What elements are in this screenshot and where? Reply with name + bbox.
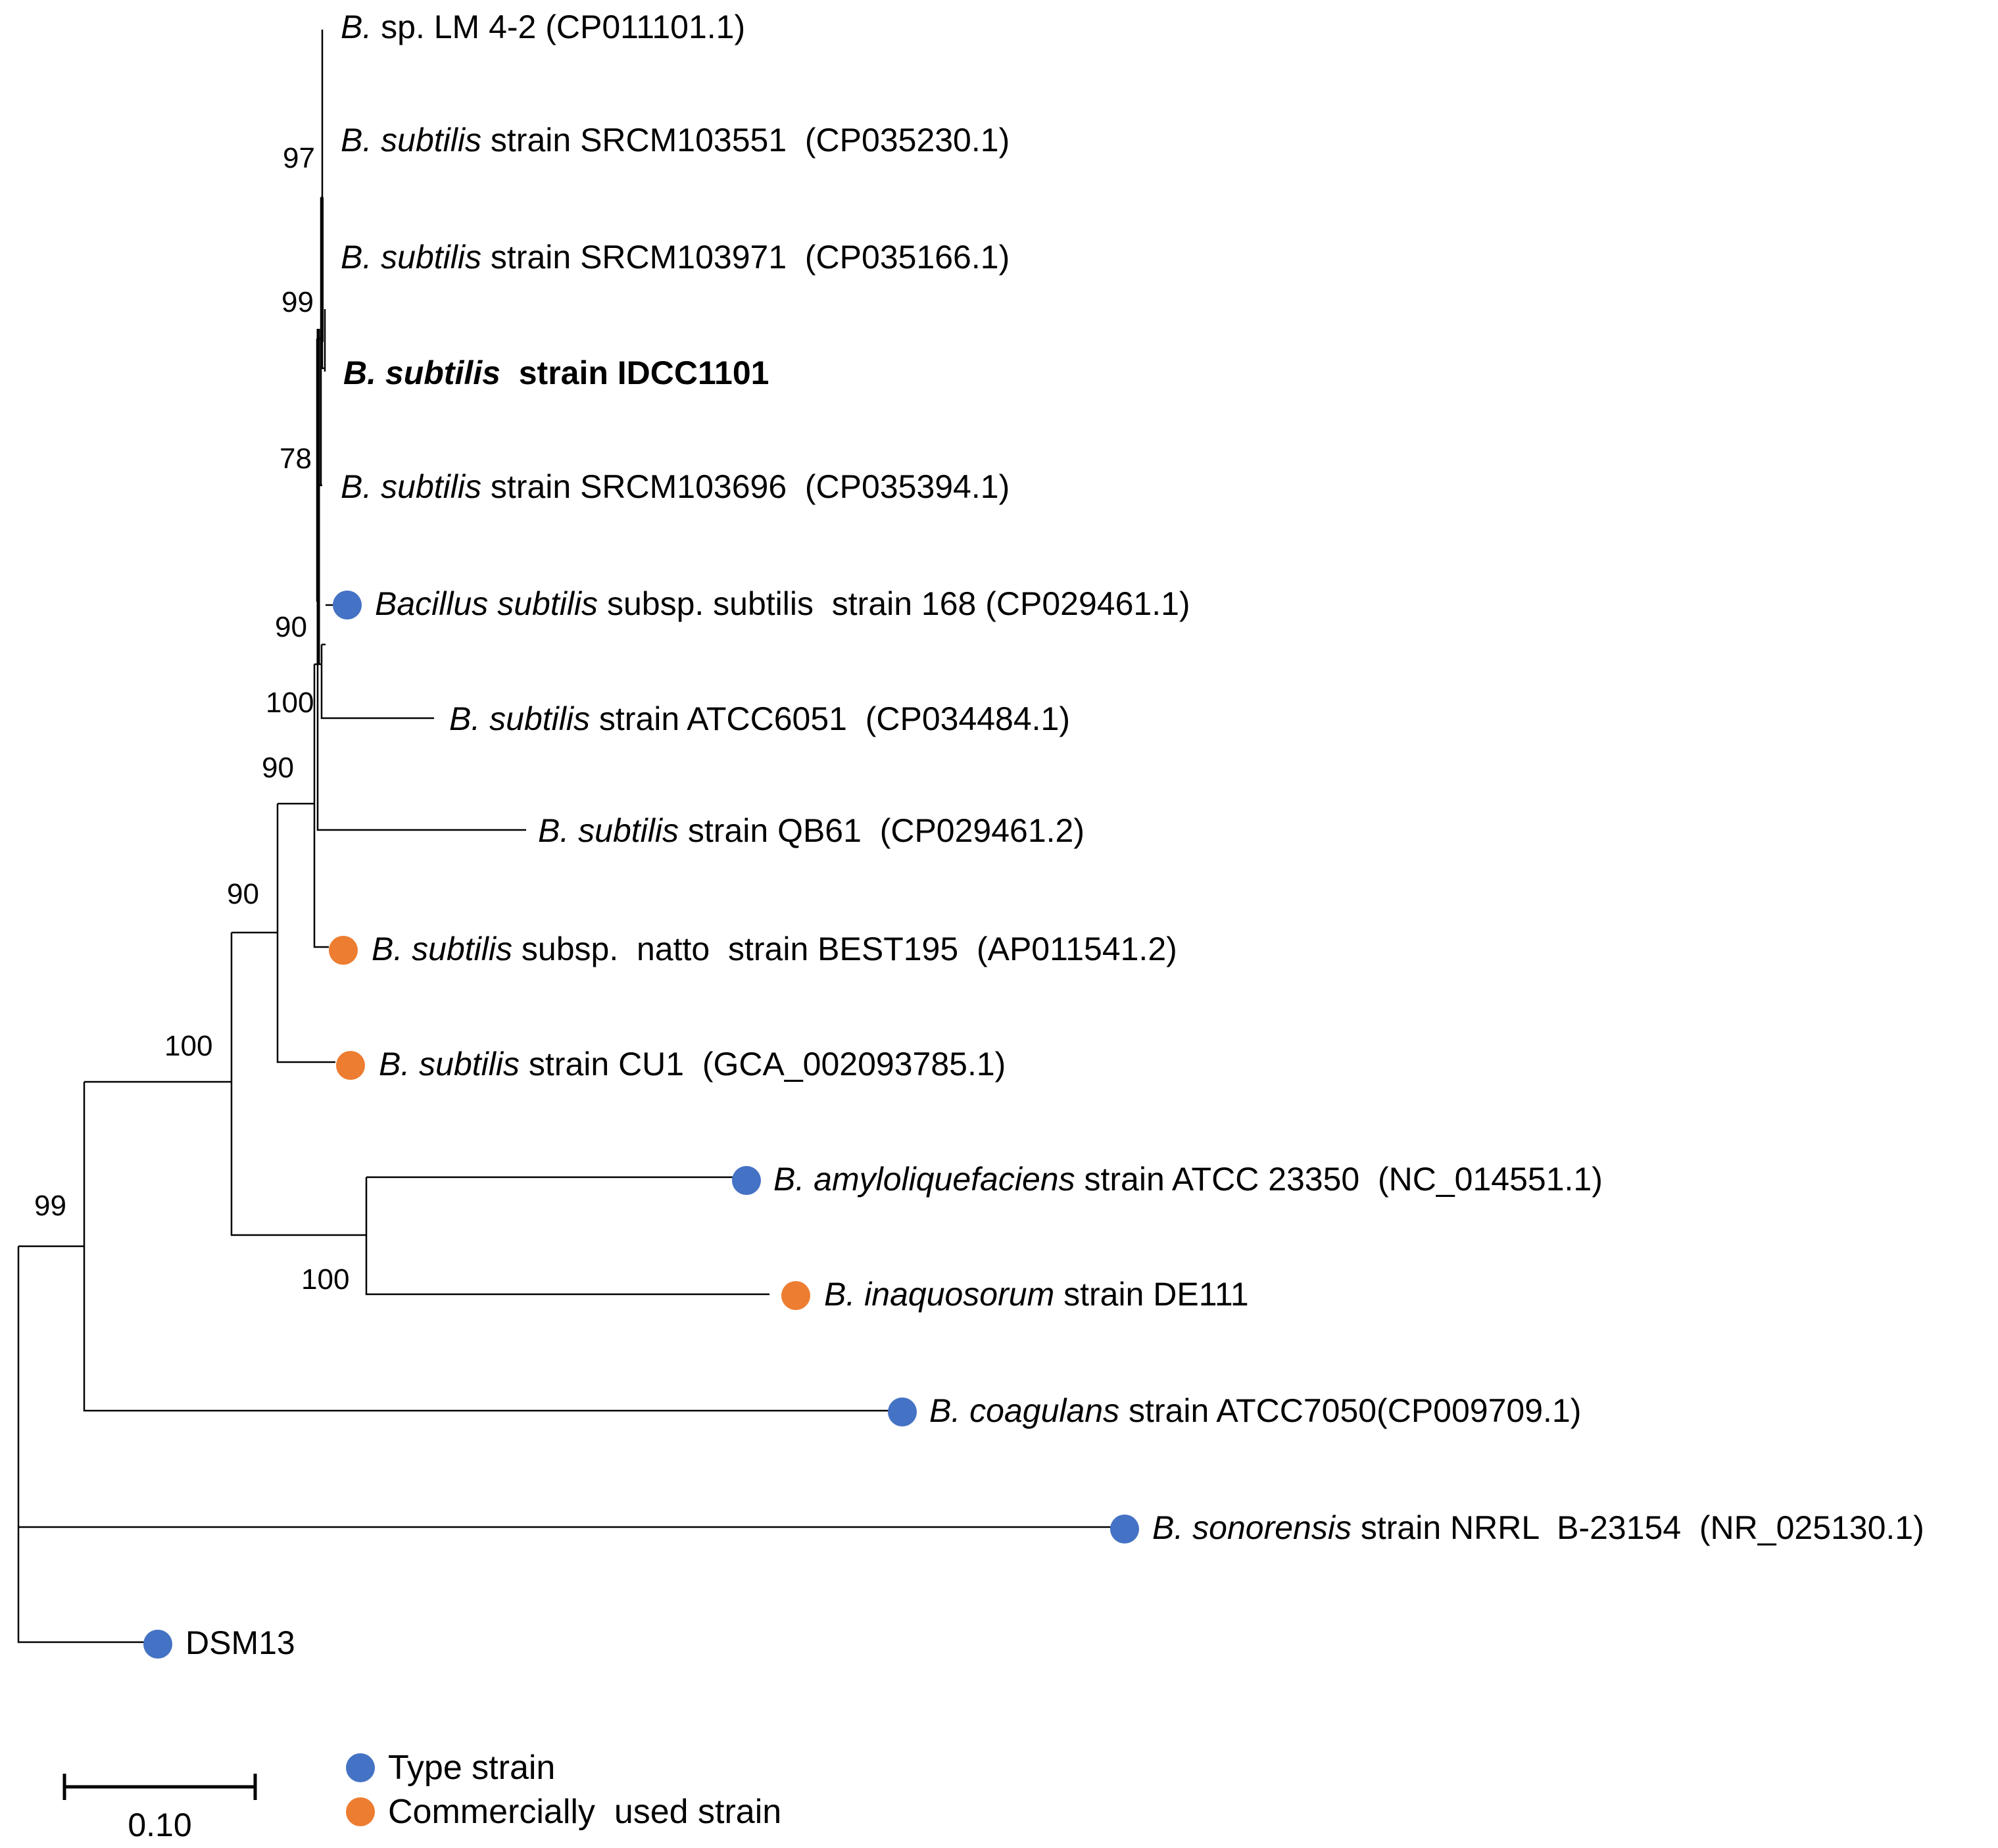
- commercial-strain-marker: [329, 936, 358, 965]
- scale-bar-line: [62, 1774, 257, 1800]
- bootstrap-value: 90: [275, 611, 307, 643]
- leaf-rest: subsp. subtilis strain 168 (CP029461.1): [607, 585, 1190, 622]
- leaf-genus: B.: [379, 1046, 410, 1082]
- bootstrap-value: 90: [262, 752, 294, 784]
- leaf-label: B. amyloliquefaciens strain ATCC 23350 (…: [773, 1161, 1603, 1198]
- leaf-rest: strain ATCC7050(CP009709.1): [1129, 1392, 1581, 1429]
- leaf-label: B. sp. LM 4-2 (CP011101.1): [341, 9, 745, 45]
- leaf-label-highlighted: B. subtilis strain IDCC1101: [343, 354, 769, 391]
- scale-bar: 0.10: [62, 1774, 257, 1843]
- leaf-species: subtilis: [381, 239, 481, 276]
- leaf-rest: strain SRCM103971 (CP035166.1): [491, 239, 1010, 276]
- scale-bar-label: 0.10: [128, 1807, 191, 1843]
- leaf-genus: B.: [773, 1161, 804, 1198]
- leaf-species: subtilis: [385, 354, 500, 391]
- branch: [83, 1082, 894, 1412]
- leaf-genus: B.: [341, 122, 372, 158]
- bootstrap-value: 99: [281, 286, 314, 318]
- leaf-rest: sp. LM 4-2 (CP011101.1): [381, 9, 745, 45]
- bootstrap-value: 100: [164, 1030, 212, 1062]
- legend-type-strain-swatch: [346, 1753, 375, 1782]
- leaf-rest: strain SRCM103696 (CP035394.1): [491, 468, 1010, 505]
- leaf-rest: strain IDCC1101: [519, 354, 769, 391]
- leaf-genus: B.: [341, 9, 372, 45]
- leaf-label: B. subtilis subsp. natto strain BEST195 …: [372, 931, 1177, 967]
- leaf-genus: B.: [341, 468, 372, 505]
- branch: [316, 664, 526, 831]
- legend-commercial-strain-swatch: [346, 1797, 375, 1826]
- leaf-rest: strain NRRL B-23154 (NR_025130.1): [1361, 1509, 1924, 1546]
- leaf-species: subtilis: [489, 700, 590, 737]
- commercial-strain-marker: [336, 1051, 365, 1080]
- leaf-genus: B.: [929, 1392, 960, 1429]
- leaf-label: Bacillus subtilis subsp. subtilis strain…: [375, 585, 1190, 622]
- leaf-label: B. subtilis strain CU1 (GCA_002093785.1): [379, 1046, 1006, 1082]
- leaf-genus: B.: [1152, 1509, 1183, 1546]
- leaf-species: subtilis: [412, 931, 512, 967]
- branch: [17, 1246, 150, 1643]
- legend: Type strain Commercially used strain: [346, 1749, 781, 1831]
- bootstrap-value: 100: [301, 1263, 349, 1296]
- leaf-rest: subsp. natto strain BEST195 (AP011541.2): [522, 931, 1177, 967]
- leaf-species: subtilis: [381, 468, 481, 505]
- leaf-species: subtilis: [497, 585, 598, 622]
- leaf-species: sonorensis: [1192, 1509, 1352, 1546]
- leaf-genus: B.: [449, 700, 480, 737]
- type-strain-marker: [333, 591, 362, 620]
- bootstrap-value: 97: [283, 142, 315, 174]
- type-strain-marker: [888, 1398, 917, 1426]
- leaf-genus: B.: [341, 239, 372, 276]
- branch: [365, 1177, 769, 1296]
- leaf-label: B. sonorensis strain NRRL B-23154 (NR_02…: [1152, 1509, 1924, 1546]
- leaf-species: subtilis: [381, 122, 481, 158]
- leaf-rest: strain QB61 (CP029461.2): [688, 812, 1084, 849]
- branch: [230, 933, 366, 1236]
- leaf-species: amyloliquefaciens: [814, 1161, 1075, 1198]
- bootstrap-value: 100: [266, 687, 314, 719]
- leaf-species: subtilis: [578, 812, 679, 849]
- leaf-genus: B.: [343, 354, 376, 391]
- leaf-species: coagulans: [969, 1392, 1119, 1429]
- type-strain-marker: [732, 1166, 761, 1195]
- type-strain-marker: [1110, 1515, 1139, 1544]
- bootstrap-values: 97 99 78 90 100 90 90 100 99 100: [34, 142, 349, 1296]
- leaf-label: B. subtilis strain SRCM103971 (CP035166.…: [341, 239, 1010, 276]
- tree-branches: [17, 30, 1111, 1643]
- leaf-species: subtilis: [419, 1046, 520, 1082]
- leaf-rest: strain SRCM103551 (CP035230.1): [491, 122, 1010, 158]
- leaf-genus: Bacillus: [375, 585, 488, 622]
- leaf-label: B. coagulans strain ATCC7050(CP009709.1): [929, 1392, 1581, 1429]
- legend-label: Commercially used strain: [388, 1793, 781, 1831]
- leaf-species: inaquosorum: [864, 1276, 1054, 1313]
- legend-label: Type strain: [388, 1749, 555, 1787]
- leaf-genus: B.: [538, 812, 569, 849]
- branch: [276, 804, 335, 1063]
- leaf-label: B. subtilis strain SRCM103551 (CP035230.…: [341, 122, 1010, 158]
- leaf-label: B. inaquosorum strain DE111: [824, 1276, 1249, 1313]
- branch: [320, 644, 434, 719]
- leaf-genus: B.: [824, 1276, 855, 1313]
- type-strain-marker: [143, 1630, 172, 1659]
- bootstrap-value: 78: [280, 443, 312, 475]
- leaf-label: B. subtilis strain ATCC6051 (CP034484.1): [449, 700, 1070, 737]
- bootstrap-value: 90: [227, 878, 259, 910]
- leaf-labels: B. sp. LM 4-2 (CP011101.1) B. subtilis s…: [185, 9, 1924, 1661]
- leaf-label: B. subtilis strain SRCM103696 (CP035394.…: [341, 468, 1010, 505]
- leaf-genus: B.: [372, 931, 402, 967]
- leaf-markers: [143, 591, 1139, 1659]
- leaf-label: B. subtilis strain QB61 (CP029461.2): [538, 812, 1084, 849]
- leaf-rest: strain DE111: [1063, 1276, 1249, 1313]
- leaf-rest: strain ATCC 23350 (NC_014551.1): [1084, 1161, 1603, 1198]
- leaf-rest: strain CU1 (GCA_002093785.1): [529, 1046, 1006, 1082]
- bootstrap-value: 99: [34, 1190, 66, 1222]
- leaf-rest: strain ATCC6051 (CP034484.1): [599, 700, 1070, 737]
- branch: [313, 664, 329, 948]
- leaf-label: DSM13: [185, 1624, 295, 1661]
- commercial-strain-marker: [781, 1281, 810, 1310]
